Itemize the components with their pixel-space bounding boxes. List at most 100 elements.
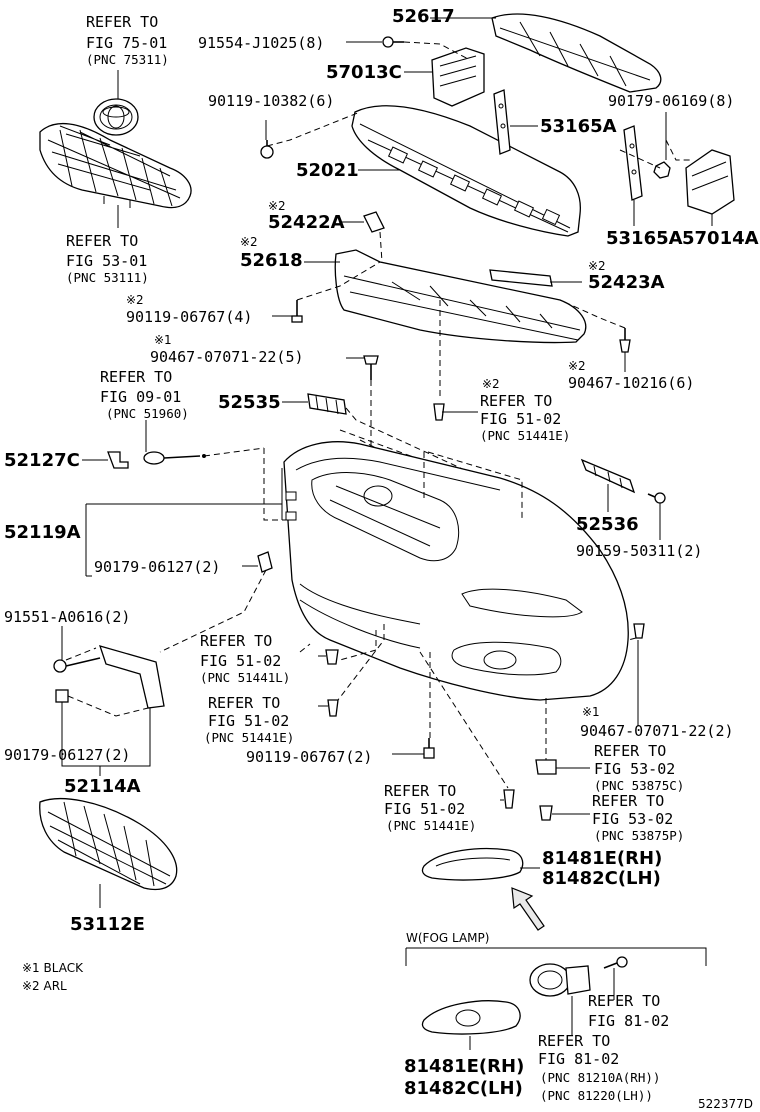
nut-90179-06127-b [55, 689, 69, 703]
mark-52422A: ※2 [268, 199, 286, 213]
fog-lamp-bezel-upper [421, 847, 524, 881]
bolt-91551-A0616 [53, 657, 101, 673]
ref-75-01-line1: REFER TO [86, 13, 158, 31]
part-81481E-upper: 81481E(RH) [542, 848, 662, 869]
part-52536: 52536 [576, 514, 639, 535]
fog-lamp-option: W(FOG LAMP) [406, 931, 489, 945]
arrow-icon [511, 887, 545, 931]
part-90119-06767-4: 90119-06767(4) [126, 308, 252, 326]
clip-52422A [363, 211, 385, 233]
part-57013C: 57013C [326, 62, 402, 83]
ref-81-02-a-line1: REFER TO [588, 992, 660, 1010]
bracket-52535 [307, 393, 347, 415]
clip-51441E-a [327, 699, 339, 717]
ref-75-01-line3: (PNC 75311) [86, 52, 169, 67]
clip-90467-07071-22-top [363, 355, 379, 380]
retainer-53165A-left [493, 89, 511, 155]
bolt-90119-06767 [291, 300, 303, 323]
clip-arl-center [433, 403, 445, 421]
ref-51441E-c-line3: (PNC 51441E) [386, 818, 476, 833]
ref-51441L-line3: (PNC 51441L) [200, 670, 290, 685]
part-90179-06169: 90179-06169(8) [608, 92, 734, 110]
bolt-90119-06767-2 [423, 738, 435, 759]
part-52618: 52618 [240, 250, 303, 271]
ref-81-02-b-line4: (PNC 81220(LH)) [540, 1088, 653, 1103]
part-90467-07071-2: 90467-07071-22(2) [580, 722, 734, 740]
mark-52618: ※2 [240, 235, 258, 249]
diagram-code: 522377D [698, 1097, 753, 1111]
part-52021: 52021 [296, 160, 359, 181]
ref-53-01-line1: REFER TO [66, 232, 138, 250]
part-81481E-lower: 81481E(RH) [404, 1056, 524, 1077]
ref-51-02-a-line3: (PNC 51441E) [480, 428, 570, 443]
strip-52423A [489, 269, 553, 287]
ref-09-01-line1: REFER TO [100, 368, 172, 386]
bracket-57014A [685, 149, 735, 215]
part-57014A: 57014A [682, 228, 759, 249]
wire-51960 [143, 451, 206, 465]
part-90119-10382: 90119-10382(6) [208, 92, 334, 110]
part-52535: 52535 [218, 392, 281, 413]
bumper-reinforcement-52021 [351, 105, 581, 237]
ref-09-01-line2: FIG 09-01 [100, 388, 181, 406]
ref-51441E-b-line3: (PNC 51441E) [204, 730, 294, 745]
clip-90179-06127-a [257, 551, 273, 573]
part-91551-A0616: 91551-A0616(2) [4, 608, 130, 626]
part-90467-10216: 90467-10216(6) [568, 374, 694, 392]
fog-lamp-81210A [529, 963, 591, 997]
clip-90467-07071-22-side [633, 623, 645, 639]
part-53165A-lower: 53165A [606, 228, 683, 249]
part-52423A: 52423A [588, 272, 665, 293]
ref-53875P-line3: (PNC 53875P) [594, 828, 684, 843]
ref-81-02-b-line2: FIG 81-02 [538, 1050, 619, 1068]
fog-lamp-bezel-lower [421, 1000, 521, 1035]
part-52114A: 52114A [64, 776, 141, 797]
ref-53875P-line1: REFER TO [592, 792, 664, 810]
ref-51441E-c-line1: REFER TO [384, 782, 456, 800]
ref-51441L-line2: FIG 51-02 [200, 652, 281, 670]
ref-53-01-line2: FIG 53-01 [66, 252, 147, 270]
part-90159-50311: 90159-50311(2) [576, 542, 702, 560]
ref-53875C-line2: FIG 53-02 [594, 760, 675, 778]
ref-81-02-a-line2: FIG 81-02 [588, 1012, 669, 1030]
legend-arl: ※2 ARL [22, 979, 67, 993]
ref-51-02-a-line2: FIG 51-02 [480, 410, 561, 428]
part-53112E: 53112E [70, 914, 145, 935]
legend-black: ※1 BLACK [22, 961, 84, 975]
mark-90467-5: ※1 [154, 333, 172, 347]
ref-53875C-line1: REFER TO [594, 742, 666, 760]
part-53165A-upper: 53165A [540, 116, 617, 137]
lower-grille-53112E [39, 798, 178, 891]
part-81482C-upper: 81482C(LH) [542, 868, 661, 889]
nut-90179-06169 [653, 161, 671, 179]
license-bracket-52114A [98, 645, 165, 709]
part-90119-06767-2: 90119-06767(2) [246, 748, 372, 766]
part-90179-06127-b: 90179-06127(2) [4, 746, 130, 764]
screw-fog [603, 956, 628, 969]
absorber-52617 [491, 13, 662, 93]
ref-51441L-line1: REFER TO [200, 632, 272, 650]
bracket-52536 [580, 458, 636, 494]
part-52422A: 52422A [268, 212, 345, 233]
part-90467-07071-5: 90467-07071-22(5) [150, 348, 304, 366]
ref-75-01-line2: FIG 75-01 [86, 34, 167, 52]
ref-51441E-b-line2: FIG 51-02 [208, 712, 289, 730]
screw-90159-50311 [647, 492, 666, 504]
ref-09-01-line3: (PNC 51960) [106, 406, 189, 421]
part-52127C: 52127C [4, 450, 80, 471]
mark-90467-10216: ※2 [568, 359, 586, 373]
mark-ref-51441E-a: ※2 [482, 377, 500, 391]
clip-53875P [539, 805, 553, 821]
clip-53875C [535, 759, 557, 775]
upper-grille [39, 122, 192, 209]
mark-90119-06767: ※2 [126, 293, 144, 307]
part-90179-06127-a: 90179-06127(2) [94, 558, 220, 576]
ref-51-02-a-line1: REFER TO [480, 392, 552, 410]
ref-53875C-line3: (PNC 53875C) [594, 778, 684, 793]
clip-90467-10216 [619, 328, 631, 353]
ref-81-02-b-line1: REFER TO [538, 1032, 610, 1050]
bumper-cover-52119A [281, 441, 629, 701]
clip-51441E-b [503, 789, 515, 809]
clip-52127C [107, 451, 129, 469]
